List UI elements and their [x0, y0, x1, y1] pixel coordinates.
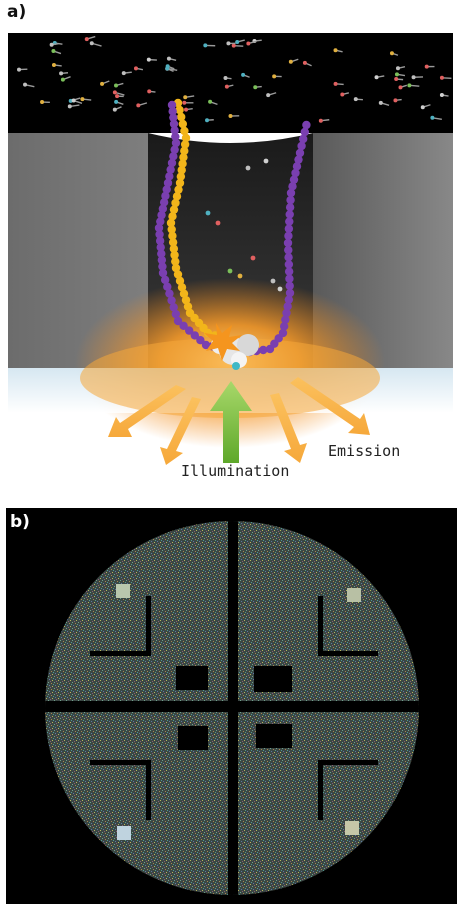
panel-b-label: b)	[10, 512, 30, 532]
dna-strand-yellow	[166, 98, 220, 340]
polymerase-icon	[204, 323, 259, 370]
wafer-markings	[45, 521, 419, 895]
panel-a-label: a)	[7, 2, 27, 22]
emission-label: Emission	[328, 442, 401, 460]
emission-arrows	[108, 377, 370, 465]
zmw-illustration	[8, 33, 453, 465]
illumination-arrow	[210, 381, 252, 463]
nucleotides	[17, 35, 452, 292]
substrate-glow	[80, 338, 380, 418]
illumination-label: Illumination	[181, 462, 290, 480]
smrt-cell-image	[6, 508, 457, 904]
